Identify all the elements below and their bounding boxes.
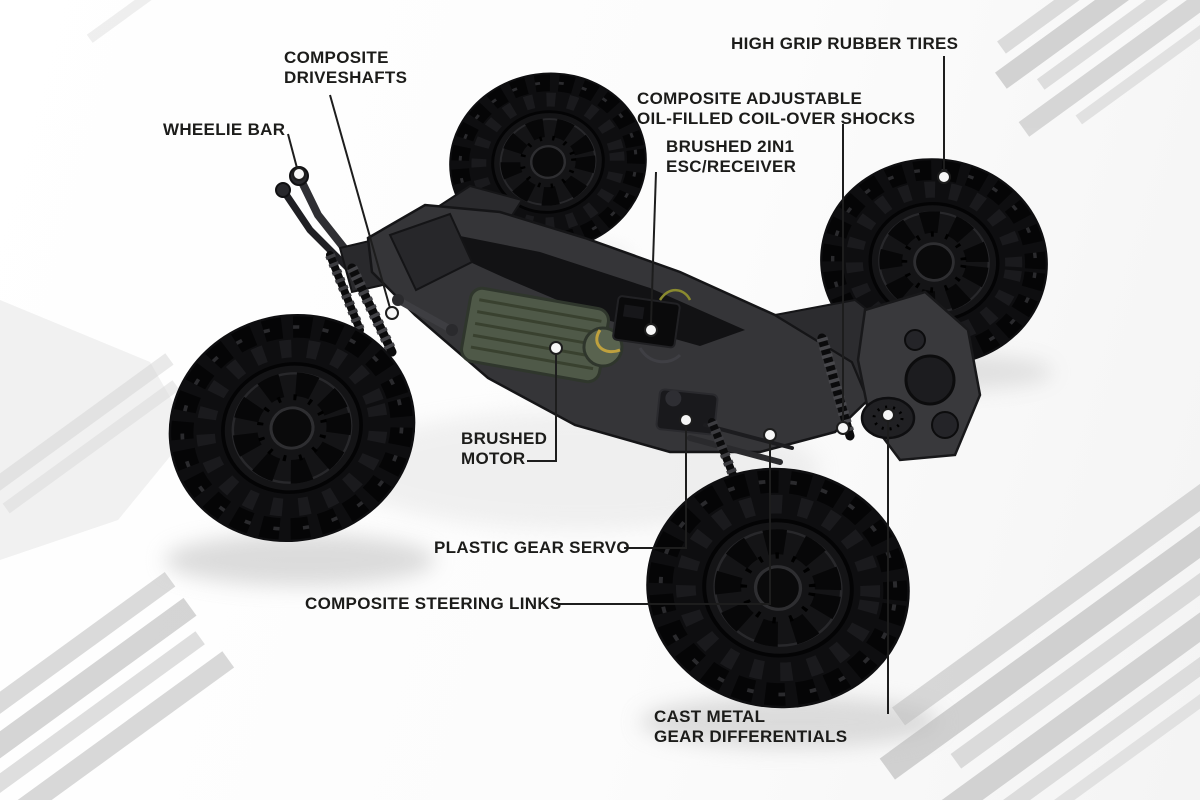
steering-servo bbox=[655, 388, 719, 436]
brush-strokes-bottom-right bbox=[879, 437, 1200, 800]
wheel-rear-left bbox=[143, 286, 441, 569]
callout-label-high-grip-tires: HIGH GRIP RUBBER TIRES bbox=[731, 34, 959, 53]
brushed-motor bbox=[460, 286, 624, 384]
composite-driveshaft bbox=[392, 294, 458, 336]
callout-line-esc-receiver bbox=[644, 171, 658, 337]
callout-label-composite-driveshafts: COMPOSITE DRIVESHAFTS bbox=[284, 48, 408, 87]
callout-line-high-grip-tires bbox=[937, 56, 951, 184]
brush-strokes-top-left bbox=[86, 0, 223, 43]
shock-tower-left bbox=[388, 212, 474, 292]
callout-line-brushed-motor bbox=[527, 341, 563, 462]
callout-label-coil-shocks: COMPOSITE ADJUSTABLE OIL-FILLED COIL-OVE… bbox=[637, 89, 916, 128]
callout-line-steering-links bbox=[556, 428, 777, 605]
brush-strokes-bottom-left bbox=[0, 571, 235, 800]
callout-label-plastic-gear-servo: PLASTIC GEAR SERVO bbox=[434, 538, 630, 557]
brush-strokes-top-right bbox=[995, 0, 1200, 137]
callout-line-gear-differentials bbox=[881, 408, 895, 714]
callout-line-plastic-gear-servo bbox=[624, 413, 693, 549]
callout-label-steering-links: COMPOSITE STEERING LINKS bbox=[305, 594, 562, 613]
callout-label-gear-differentials: CAST METAL GEAR DIFFERENTIALS bbox=[654, 707, 848, 746]
callout-label-esc-receiver: BRUSHED 2in1 ESC/RECEIVER bbox=[666, 137, 797, 176]
shock-left bbox=[325, 251, 397, 357]
callout-line-wheelie-bar bbox=[287, 133, 306, 181]
callout-label-brushed-motor: BRUSHED MOTOR bbox=[461, 429, 548, 468]
callout-label-wheelie-bar: WHEELIE BAR bbox=[163, 120, 286, 139]
truck-illustration bbox=[143, 60, 1058, 725]
esc-receiver-unit bbox=[595, 289, 692, 364]
shock-front-right bbox=[816, 333, 856, 441]
brush-wash-left bbox=[0, 300, 190, 560]
callout-line-composite-driveshafts bbox=[329, 94, 399, 320]
callout-line-coil-shocks bbox=[836, 124, 850, 435]
callout-lines bbox=[287, 56, 951, 714]
